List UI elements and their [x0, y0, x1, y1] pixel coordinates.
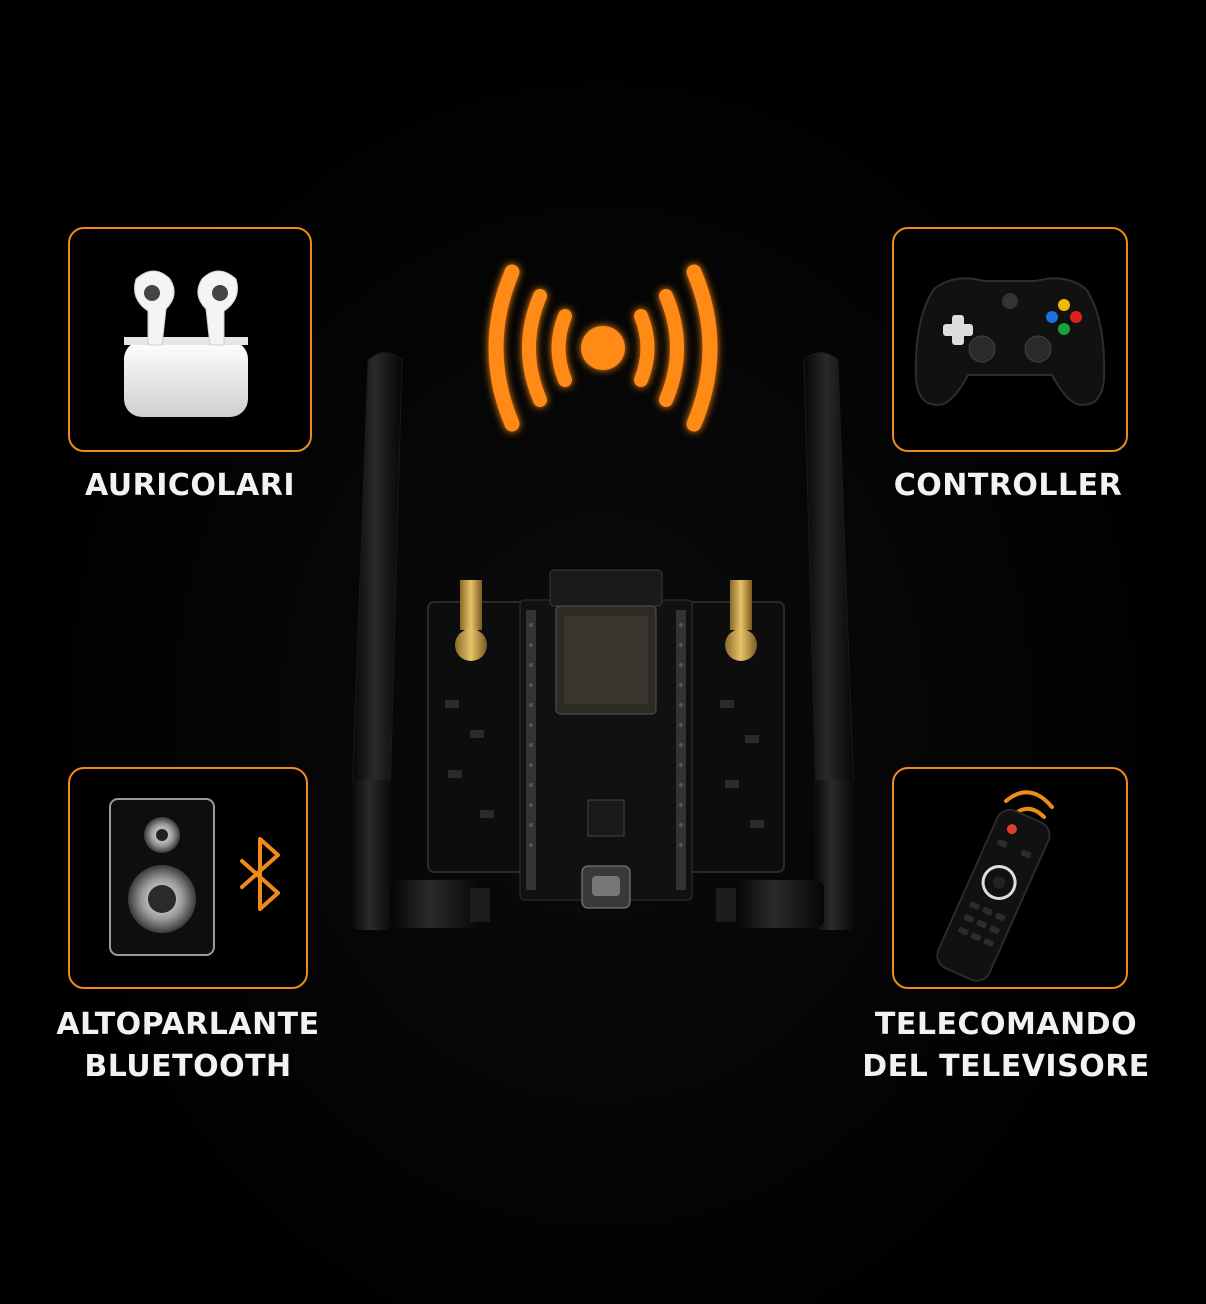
dev-board-icon: [350, 352, 856, 930]
remote-label: TELECOMANDO DEL TELEVISORE: [856, 1004, 1156, 1088]
remote-label-line-1: TELECOMANDO: [874, 1007, 1138, 1042]
earbuds-label: AURICOLARI: [40, 465, 340, 507]
controller-label: CONTROLLER: [858, 465, 1158, 507]
speaker-label-line-1: ALTOPARLANTE: [56, 1007, 320, 1042]
gamepad-icon: [914, 277, 1106, 407]
right-antenna: [716, 352, 856, 930]
speaker-icon: [109, 798, 280, 956]
speaker-card: [68, 767, 308, 989]
earbuds-label-line: AURICOLARI: [84, 468, 296, 503]
remote-card: [892, 767, 1128, 989]
speaker-label-line-2: BLUETOOTH: [84, 1049, 292, 1084]
remote-control-icon: [936, 790, 1054, 982]
wireless-signal-icon: [488, 264, 718, 432]
earbuds-card: [68, 227, 312, 452]
circuit-board: [427, 569, 785, 909]
controller-card: [892, 227, 1128, 452]
remote-label-line-2: DEL TELEVISORE: [862, 1049, 1150, 1084]
controller-label-line: CONTROLLER: [893, 468, 1123, 503]
bluetooth-icon: [240, 837, 280, 911]
earbuds-icon: [124, 270, 248, 417]
left-antenna: [350, 352, 490, 930]
speaker-label: ALTOPARLANTE BLUETOOTH: [38, 1004, 338, 1088]
